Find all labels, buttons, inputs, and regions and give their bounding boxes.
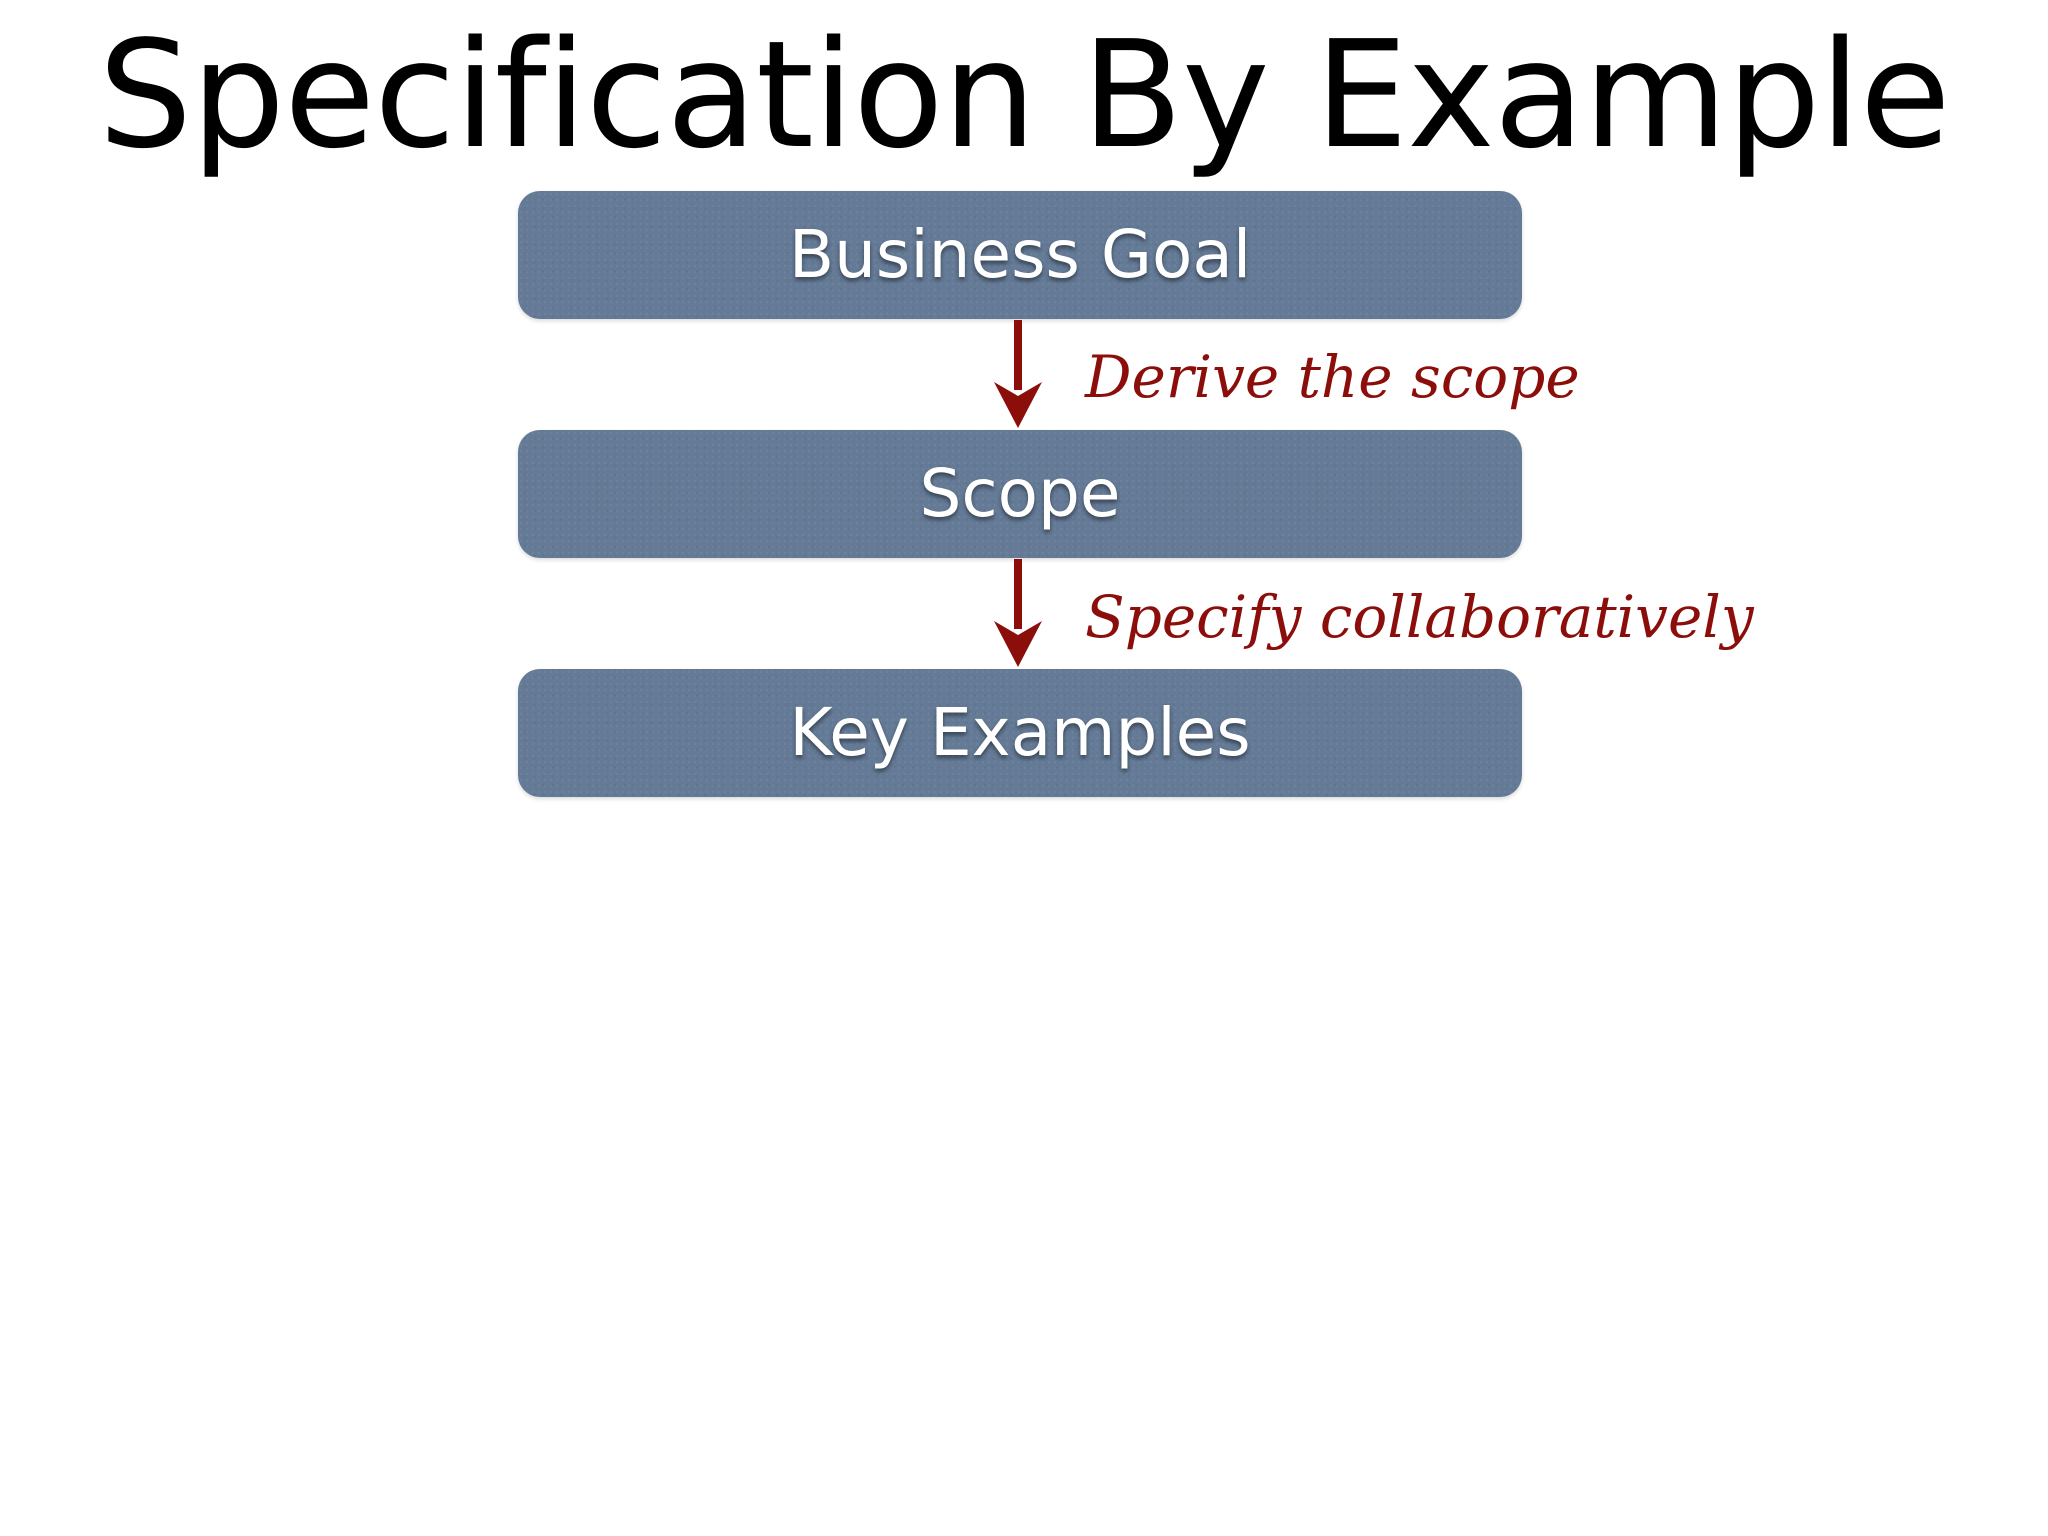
transition-label-derive-scope: Derive the scope <box>1085 343 1580 411</box>
step-label-business-goal: Business Goal <box>788 216 1252 293</box>
slide-title: Specification By Example <box>98 9 1951 181</box>
step-box-key-examples: Key Examples <box>518 669 1522 797</box>
step-box-scope: Scope <box>518 430 1522 558</box>
down-arrow-icon <box>994 320 1042 428</box>
step-label-scope: Scope <box>919 455 1121 532</box>
step-box-business-goal: Business Goal <box>518 191 1522 319</box>
down-arrow-icon <box>994 559 1042 667</box>
transition-label-specify-collaboratively: Specify collaboratively <box>1085 583 1754 651</box>
step-label-key-examples: Key Examples <box>789 694 1251 771</box>
